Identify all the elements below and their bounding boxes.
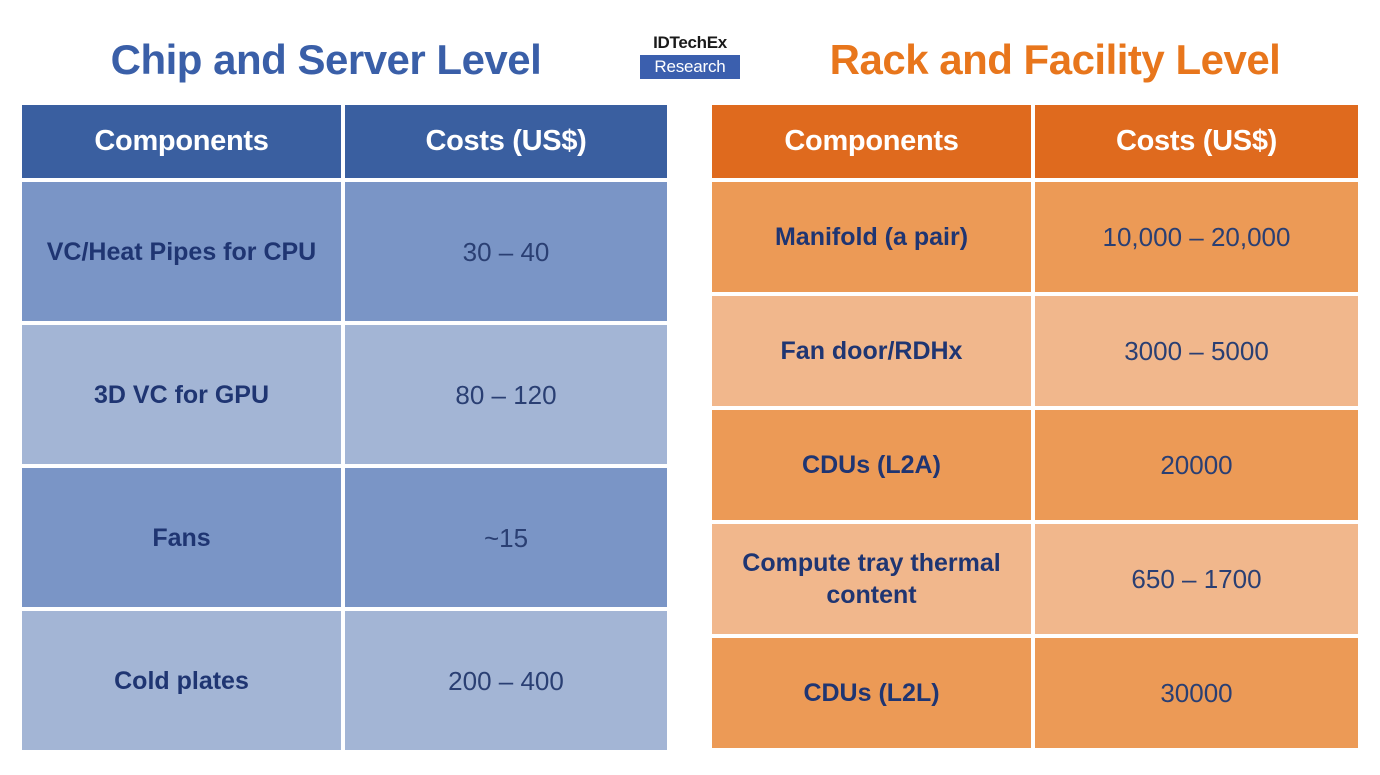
cell-cost: 30 – 40	[345, 182, 667, 321]
table-row: VC/Heat Pipes for CPU 30 – 40	[22, 182, 667, 321]
table-row: Fans ~15	[22, 468, 667, 607]
cell-component: CDUs (L2L)	[712, 638, 1031, 748]
cell-cost: 20000	[1035, 410, 1358, 520]
cell-cost: 200 – 400	[345, 611, 667, 750]
table-rack-and-facility-level: Components Costs (US$) Manifold (a pair)…	[712, 105, 1358, 748]
cell-cost: 3000 – 5000	[1035, 296, 1358, 406]
column-header-costs: Costs (US$)	[345, 105, 667, 178]
logo-research-badge: Research	[640, 55, 740, 79]
page-title-right: Rack and Facility Level	[829, 36, 1281, 83]
table-chip-and-server-level: Components Costs (US$) VC/Heat Pipes for…	[22, 105, 667, 750]
table-row: CDUs (L2A) 20000	[712, 410, 1358, 520]
cell-component: CDUs (L2A)	[712, 410, 1031, 520]
cell-cost: 80 – 120	[345, 325, 667, 464]
table-row: Fan door/RDHx 3000 – 5000	[712, 296, 1358, 406]
idtechex-logo: IDTechEx Research	[640, 33, 740, 79]
table-row: 3D VC for GPU 80 – 120	[22, 325, 667, 464]
logo-wordmark: IDTechEx	[653, 33, 727, 52]
cell-cost: 10,000 – 20,000	[1035, 182, 1358, 292]
cell-component: Fan door/RDHx	[712, 296, 1031, 406]
table-row: Cold plates 200 – 400	[22, 611, 667, 750]
cell-component: Cold plates	[22, 611, 341, 750]
cell-component: Fans	[22, 468, 341, 607]
cell-cost: 30000	[1035, 638, 1358, 748]
table-header-row: Components Costs (US$)	[712, 105, 1358, 178]
table-row: Manifold (a pair) 10,000 – 20,000	[712, 182, 1358, 292]
cell-component: Manifold (a pair)	[712, 182, 1031, 292]
cell-component: Compute tray thermal content	[712, 524, 1031, 634]
column-header-costs: Costs (US$)	[1035, 105, 1358, 178]
page-title-left: Chip and Server Level	[110, 36, 542, 83]
cell-component: 3D VC for GPU	[22, 325, 341, 464]
table-row: CDUs (L2L) 30000	[712, 638, 1358, 748]
column-header-components: Components	[22, 105, 341, 178]
cell-component: VC/Heat Pipes for CPU	[22, 182, 341, 321]
table-row: Compute tray thermal content 650 – 1700	[712, 524, 1358, 634]
table-header-row: Components Costs (US$)	[22, 105, 667, 178]
cell-cost: ~15	[345, 468, 667, 607]
cell-cost: 650 – 1700	[1035, 524, 1358, 634]
column-header-components: Components	[712, 105, 1031, 178]
